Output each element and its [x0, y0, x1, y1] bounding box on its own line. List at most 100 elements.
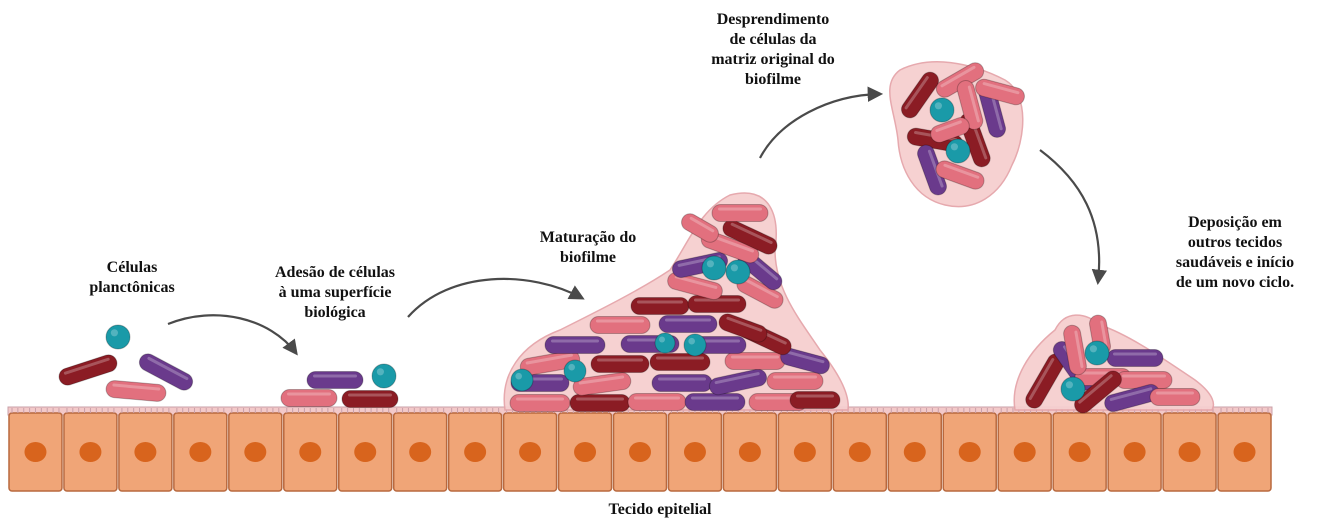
- cell-nucleus: [519, 442, 541, 462]
- rod-highlight: [596, 320, 644, 323]
- coccus-body: [1085, 341, 1109, 365]
- coccus-icon: [702, 256, 726, 280]
- coccus-icon: [511, 369, 533, 391]
- epithelial-cell-icon: [778, 408, 831, 491]
- rod-highlight: [1156, 392, 1194, 395]
- bacterium-rod-icon: [307, 372, 363, 389]
- arrow-icon: [408, 279, 582, 317]
- label-line: saudáveis e início: [1150, 253, 1320, 273]
- rod-highlight: [551, 340, 599, 343]
- rod-highlight: [718, 208, 762, 211]
- label-line: Adesão de células: [250, 263, 420, 283]
- rod-highlight: [731, 356, 779, 359]
- cell-nucleus: [1069, 442, 1091, 462]
- epithelial-cell-icon: [1218, 408, 1271, 491]
- label-line: planctônicas: [62, 278, 202, 298]
- coccus-icon: [930, 98, 954, 122]
- bacterium-rod-icon: [767, 373, 823, 390]
- epithelial-cell-icon: [229, 408, 282, 491]
- epithelial-cell-icon: [9, 408, 62, 491]
- bacterium-rod-icon: [1107, 350, 1163, 367]
- epithelial-cell-icon: [614, 408, 667, 491]
- label-line: matriz original do: [688, 50, 858, 70]
- epithelial-cell-icon: [888, 408, 941, 491]
- rod-highlight: [576, 398, 624, 401]
- epithelial-cell-icon: [394, 408, 447, 491]
- coccus-body: [372, 364, 396, 388]
- label-line: Células: [62, 258, 202, 278]
- cell-nucleus: [299, 442, 321, 462]
- coccus-highlight: [731, 264, 738, 271]
- coccus-highlight: [1090, 345, 1097, 352]
- rod-body: [790, 392, 840, 409]
- rod-body: [685, 394, 745, 411]
- cell-nucleus: [684, 442, 706, 462]
- bacterium-rod-icon: [1150, 389, 1200, 406]
- coccus-highlight: [951, 143, 958, 150]
- bacterium-rod-icon: [712, 205, 768, 222]
- rod-highlight: [348, 394, 392, 397]
- coccus-body: [106, 325, 130, 349]
- rod-body: [650, 354, 710, 371]
- rod-body: [1150, 389, 1200, 406]
- rod-body: [725, 353, 785, 370]
- cell-nucleus: [244, 442, 266, 462]
- coccus-body: [511, 369, 533, 391]
- epithelial-cell-icon: [1053, 408, 1106, 491]
- rod-highlight: [796, 395, 834, 398]
- label-line: Deposição em: [1150, 213, 1320, 233]
- label-detachment: Desprendimento de células da matriz orig…: [688, 10, 858, 90]
- coccus-body: [726, 260, 750, 284]
- bacterium-rod-icon: [685, 394, 745, 411]
- label-line: Desprendimento: [688, 10, 858, 30]
- label-line: de células da: [688, 30, 858, 50]
- coccus-icon: [655, 333, 675, 353]
- epithelial-cell-icon: [119, 408, 172, 491]
- bacterium-rod-icon: [545, 337, 605, 354]
- cell-nucleus: [1234, 442, 1256, 462]
- rod-body: [767, 373, 823, 390]
- label-planktonic-cells: Células planctônicas: [62, 258, 202, 298]
- bacterium-rod-icon: [281, 390, 337, 407]
- arrow-icon: [760, 94, 880, 158]
- epithelial-cell-icon: [723, 408, 776, 491]
- coccus-highlight: [688, 338, 695, 345]
- label-deposition: Deposição em outros tecidos saudáveis e …: [1150, 213, 1320, 293]
- rod-body: [105, 380, 166, 402]
- bacterium-rod-icon: [570, 395, 630, 412]
- epithelial-cell-icon: [64, 408, 117, 491]
- epithelial-cell-icon: [1163, 408, 1216, 491]
- rod-body: [631, 298, 689, 315]
- coccus-body: [930, 98, 954, 122]
- coccus-icon: [946, 139, 970, 163]
- label-line: outros tecidos: [1150, 233, 1320, 253]
- rod-highlight: [287, 393, 331, 396]
- rod-body: [570, 395, 630, 412]
- label-line: biofilme: [518, 248, 658, 268]
- coccus-highlight: [707, 260, 714, 267]
- rod-highlight: [1113, 353, 1157, 356]
- cell-nucleus: [409, 442, 431, 462]
- rod-body: [712, 205, 768, 222]
- rod-highlight: [634, 397, 680, 400]
- label-line: Tecido epitelial: [560, 500, 760, 520]
- coccus-icon: [1085, 341, 1109, 365]
- label-adhesion: Adesão de células à uma superfície bioló…: [250, 263, 420, 323]
- coccus-body: [1061, 377, 1085, 401]
- cell-nucleus: [739, 442, 761, 462]
- cell-nucleus: [189, 442, 211, 462]
- rod-highlight: [1122, 375, 1166, 378]
- rod-highlight: [597, 359, 643, 362]
- coccus-highlight: [568, 364, 575, 371]
- coccus-body: [655, 333, 675, 353]
- bacterium-rod-icon: [628, 394, 686, 411]
- bacterium-rod-icon: [790, 392, 840, 409]
- epithelial-cell-icon: [1108, 408, 1161, 491]
- epithelial-tissue: [8, 407, 1272, 491]
- rod-highlight: [658, 378, 706, 381]
- bacterium-rod-icon: [659, 316, 717, 333]
- coccus-icon: [726, 260, 750, 284]
- rod-body: [628, 394, 686, 411]
- rod-body: [652, 375, 712, 392]
